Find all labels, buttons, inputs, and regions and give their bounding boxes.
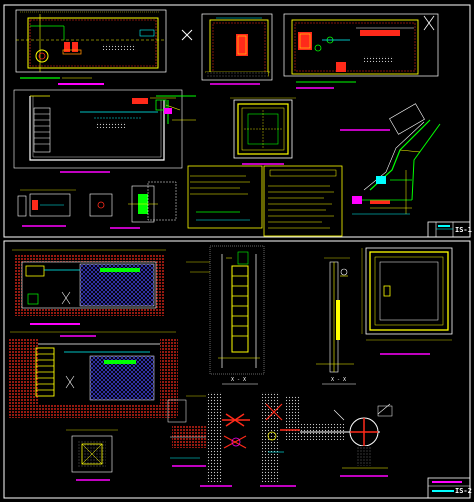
manhole-cover-plan [361,247,453,355]
valve-chamber-plan [300,403,393,477]
plan-top-middle [181,13,273,85]
ladder-elevation [186,245,265,375]
sheet-frames [3,4,471,499]
sheet-id-top: IS-1 [455,226,472,234]
title-block-top [427,221,471,238]
plan-top-left [15,9,167,85]
title-block-bottom [427,477,471,499]
isometric-piping [340,103,441,215]
notes-block-right [263,165,343,237]
tank-section-bottom-left [8,331,178,418]
pipe-wall-detail-2 [260,392,300,487]
manhole-plan-top [230,97,296,165]
pipe-wall-detail-1 [200,392,250,487]
details-top-bottom-row [17,181,177,229]
rail-side-view [316,257,354,373]
tank-plan-bottom-left [12,249,166,325]
pipe-detail-top-middle [156,95,196,124]
section-label-x-right: X - X [331,377,347,383]
valve-box-detail [66,429,118,481]
section-top-left [13,89,183,173]
sheet-id-bottom: IS-2 [455,487,472,495]
notes-block-left [187,165,263,229]
plan-top-right [283,13,439,89]
section-label-x-left: X - X [231,377,247,383]
